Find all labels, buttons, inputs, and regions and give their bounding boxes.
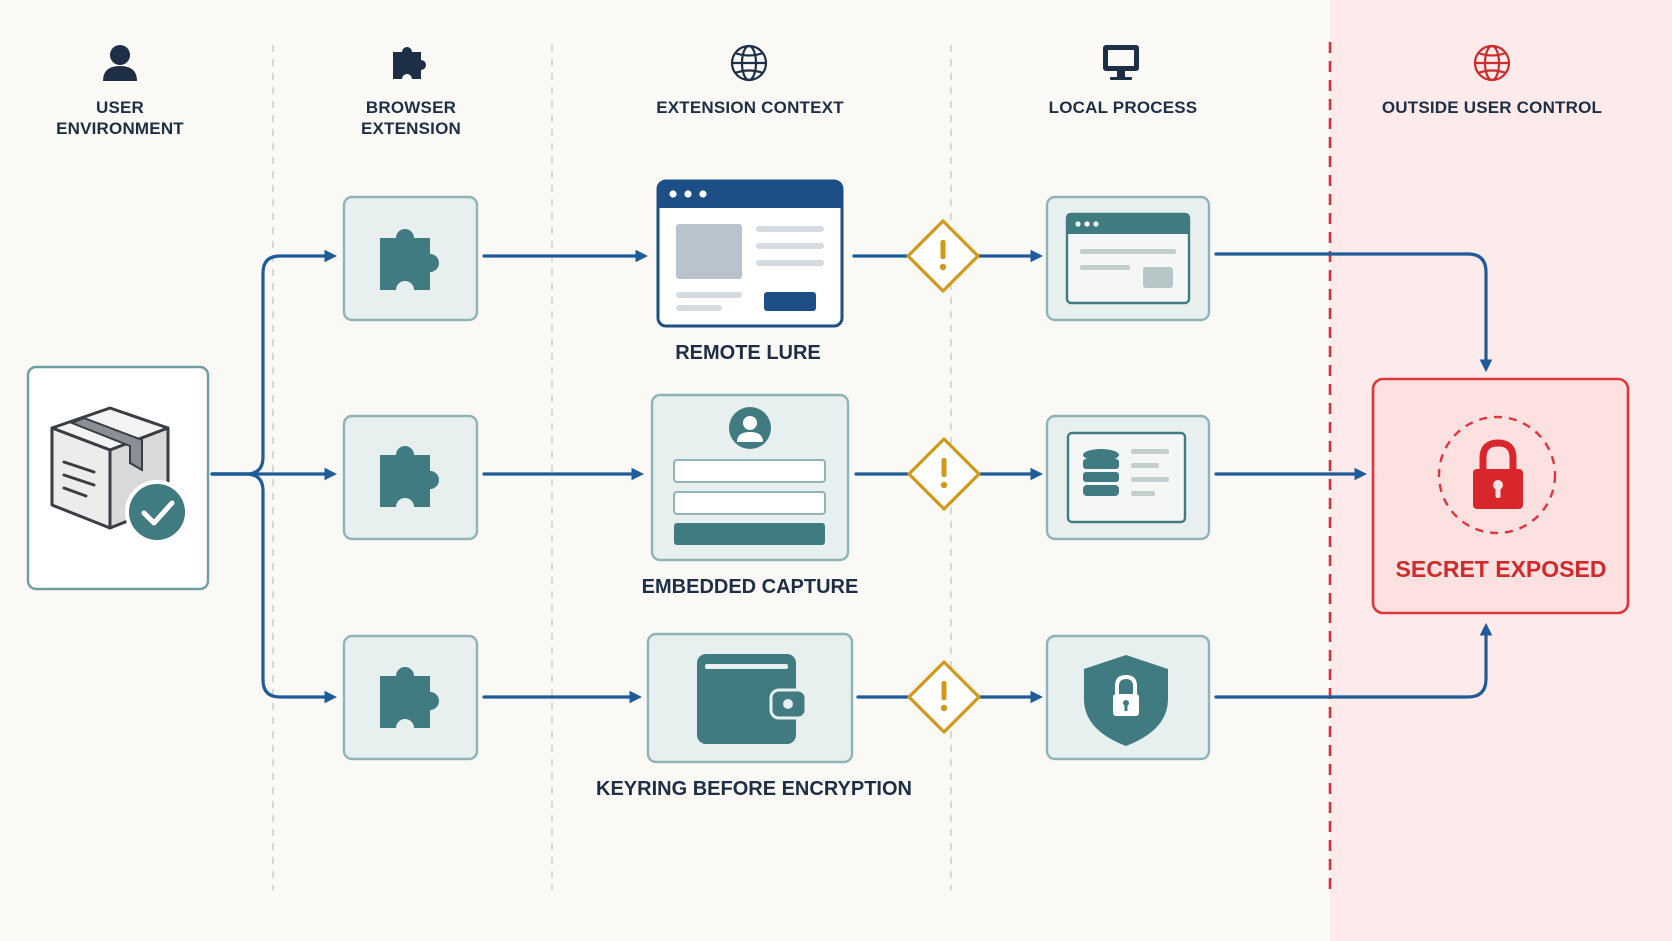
browser-window-icon (656, 179, 844, 328)
puzzle-icon (380, 229, 439, 290)
puzzle-icon (380, 446, 439, 507)
column-label-local-process: LOCAL PROCESS (1048, 98, 1198, 117)
path-label-embedded-capture: EMBEDDED CAPTURE (641, 576, 859, 598)
monitor-icon (1103, 45, 1139, 80)
user-icon (103, 45, 137, 81)
column-label-browser-extension: BROWSER EXTENSION (360, 98, 462, 138)
login-form-icon (650, 393, 850, 562)
path-label-remote-lure: REMOTE LURE (675, 342, 821, 364)
path-label-keyring-before-encryption: KEYRING BEFORE ENCRYPTION (596, 778, 912, 800)
warning-icon (907, 437, 981, 511)
package-icon (50, 406, 170, 530)
connectors (210, 249, 1493, 704)
warning-icon (907, 660, 981, 734)
secret-exposed-label: SECRET EXPOSED (1395, 556, 1607, 582)
column-label-outside-user-control: OUTSIDE USER CONTROL (1381, 98, 1603, 117)
shield-lock-icon (1084, 655, 1168, 746)
column-label-extension-context: EXTENSION CONTEXT (656, 98, 844, 117)
puzzle-icon (393, 47, 426, 79)
wallet-icon (646, 632, 854, 764)
globe-icon (730, 44, 768, 82)
globe-icon (1473, 44, 1511, 82)
check-icon (125, 480, 189, 544)
database-icon (1066, 431, 1187, 524)
app-window-icon (1065, 212, 1191, 305)
warning-icon (906, 219, 980, 293)
puzzle-icon (380, 667, 439, 728)
padlock-icon (1473, 439, 1523, 509)
column-label-user-environment: USER ENVIRONMENT (56, 98, 184, 138)
exposure-ring (1437, 415, 1557, 535)
